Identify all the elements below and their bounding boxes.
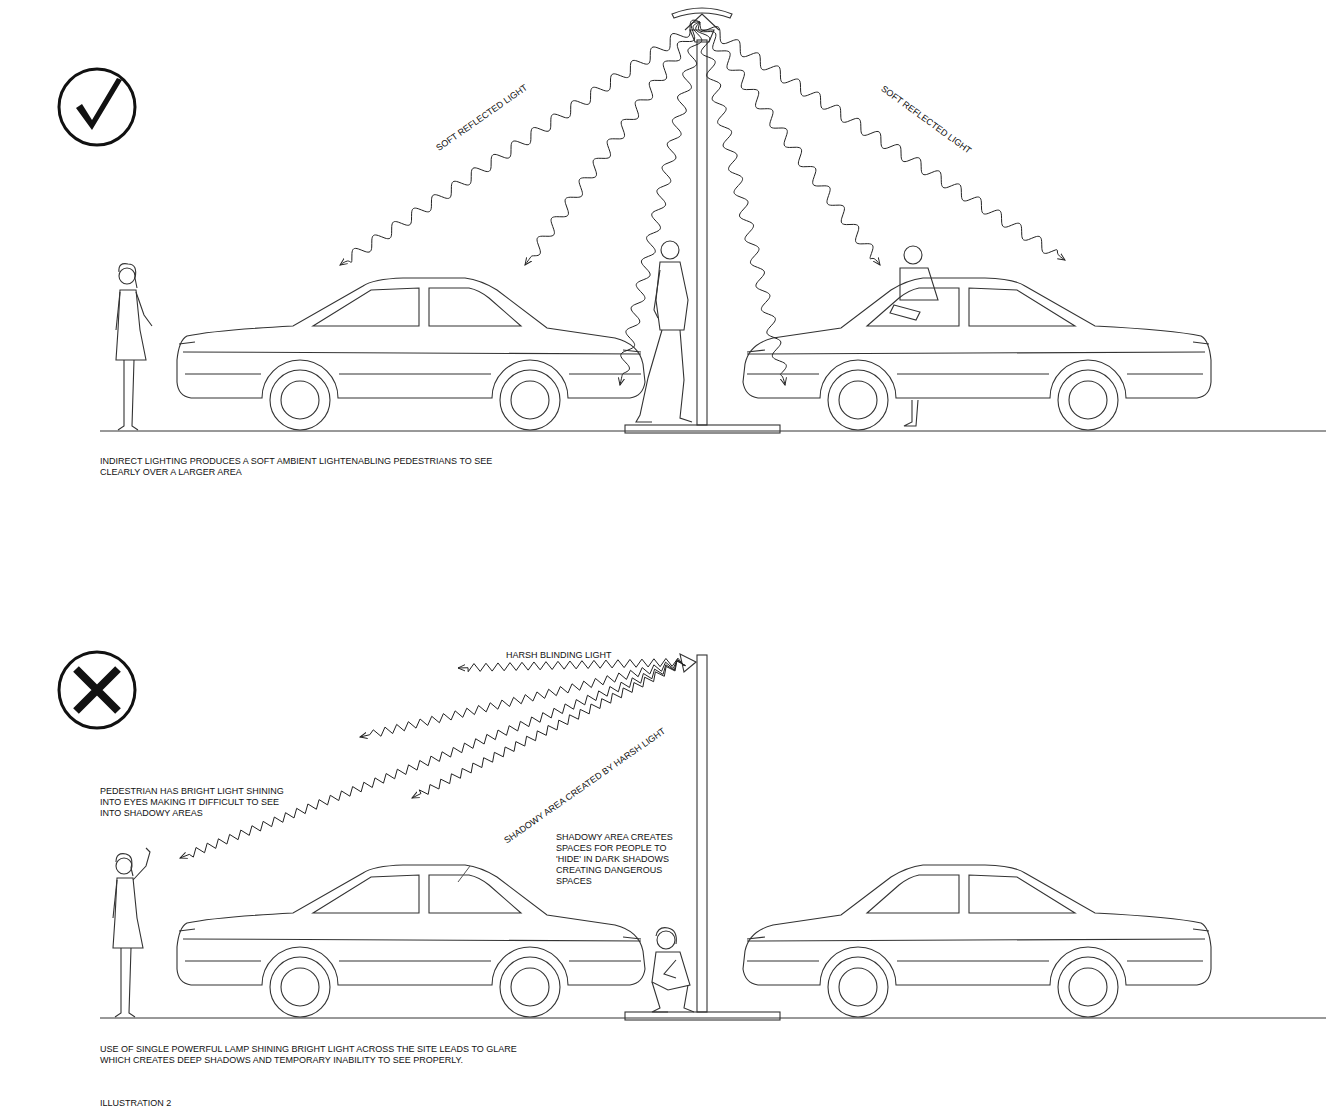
note-text: USE OF SINGLE POWERFUL LAMP SHINING BRIG…: [100, 1044, 530, 1066]
pedestrian-figure: [890, 246, 938, 426]
shadow-label: SHADOWY AREA CREATED BY HARSH LIGHT: [501, 725, 670, 848]
pedestrian-figure: [636, 241, 692, 422]
bottom-scene: [59, 652, 1326, 1020]
light-ray: [412, 661, 686, 798]
car: [743, 278, 1211, 430]
top-scene: [59, 8, 1326, 433]
note-text: SHADOWY AREA CREATES SPACES FOR PEOPLE T…: [556, 832, 684, 887]
light-ray: [525, 22, 700, 265]
light-ray: [340, 20, 700, 265]
ground-line: [100, 431, 1326, 432]
pedestrian-figure: [116, 264, 152, 430]
car: [743, 865, 1211, 1017]
ground-line: [100, 1018, 1326, 1019]
lamp-post: [625, 8, 780, 433]
tick-symbol: [59, 69, 135, 145]
light-label: HARSH BLINDING LIGHT: [506, 650, 646, 661]
light-label: SOFT REFLECTED LIGHT: [433, 81, 532, 155]
tick-mark: [76, 78, 122, 130]
hiding-figure: [652, 928, 694, 1012]
note-text: INDIRECT LIGHTING PRODUCES A SOFT AMBIEN…: [100, 456, 520, 478]
light-ray: [458, 658, 684, 672]
light-rays: [180, 20, 1065, 858]
light-ray: [700, 22, 1065, 260]
car: [177, 278, 645, 430]
light-ray: [360, 659, 685, 737]
leader-line: [458, 866, 470, 882]
car: [177, 865, 645, 1017]
cross-symbol: [59, 652, 135, 728]
caption: ILLUSTRATION 2: [100, 1098, 400, 1109]
light-ray: [696, 22, 787, 385]
light-ray: [698, 22, 880, 265]
light-ray: [180, 660, 685, 858]
pedestrian-figure: [113, 848, 150, 1017]
note-text: PEDESTRIAN HAS BRIGHT LIGHT SHINING INTO…: [100, 786, 285, 819]
cross-mark: [76, 669, 118, 711]
light-ray: [620, 22, 702, 385]
